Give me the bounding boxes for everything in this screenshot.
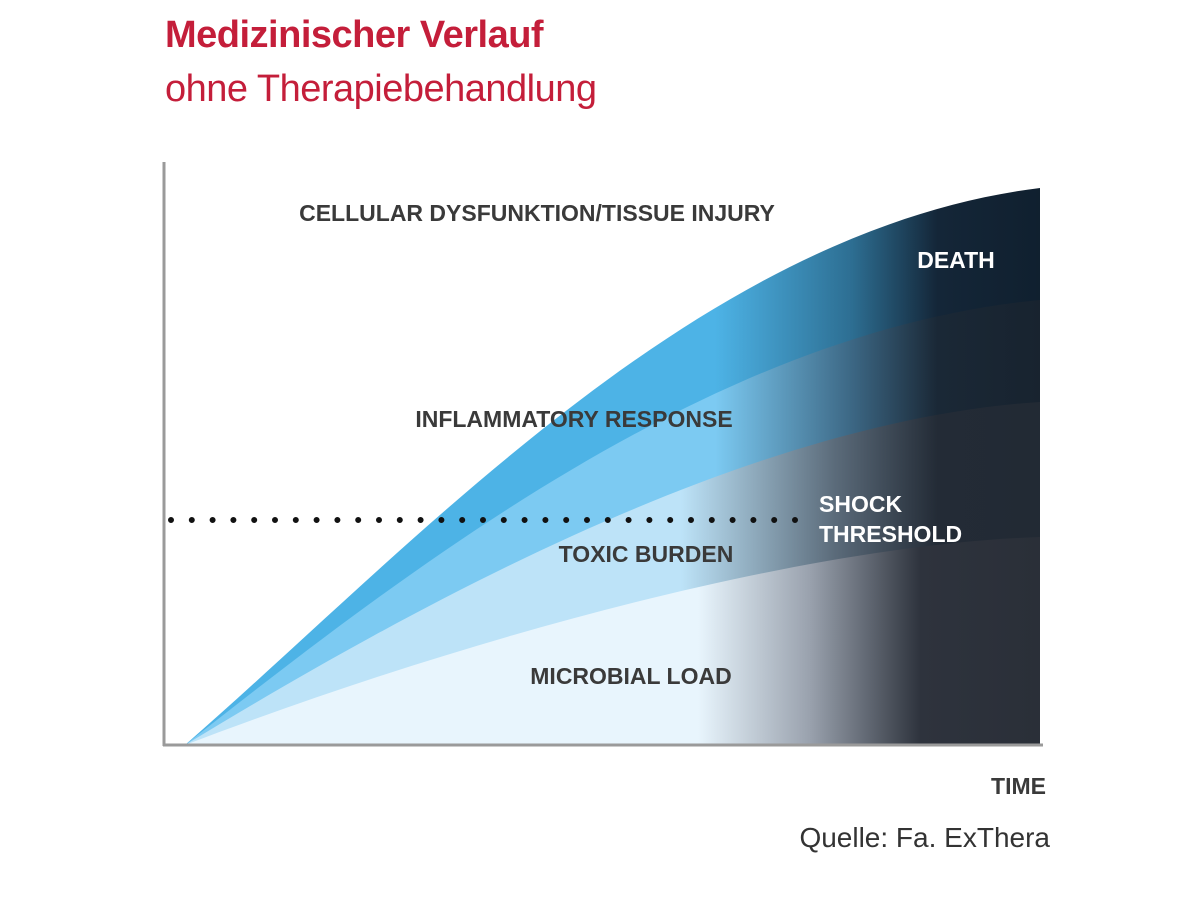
source-credit: Quelle: Fa. ExThera bbox=[799, 822, 1050, 853]
subtitle: ohne Therapiebehandlung bbox=[165, 68, 597, 110]
label-death: DEATH bbox=[917, 247, 995, 273]
label-shock: SHOCK bbox=[819, 491, 902, 517]
x-axis-label: TIME bbox=[991, 773, 1046, 799]
label-microbial-load: MICROBIAL LOAD bbox=[530, 663, 731, 689]
title: Medizinischer Verlauf bbox=[165, 14, 544, 56]
band-microbial-load bbox=[185, 537, 1040, 745]
label-threshold: THRESHOLD bbox=[819, 521, 962, 547]
label-inflammatory-response: INFLAMMATORY RESPONSE bbox=[415, 406, 732, 432]
label-toxic-burden: TOXIC BURDEN bbox=[559, 541, 734, 567]
label-cellular-dysfunction: CELLULAR DYSFUNKTION/TISSUE INJURY bbox=[299, 200, 775, 226]
